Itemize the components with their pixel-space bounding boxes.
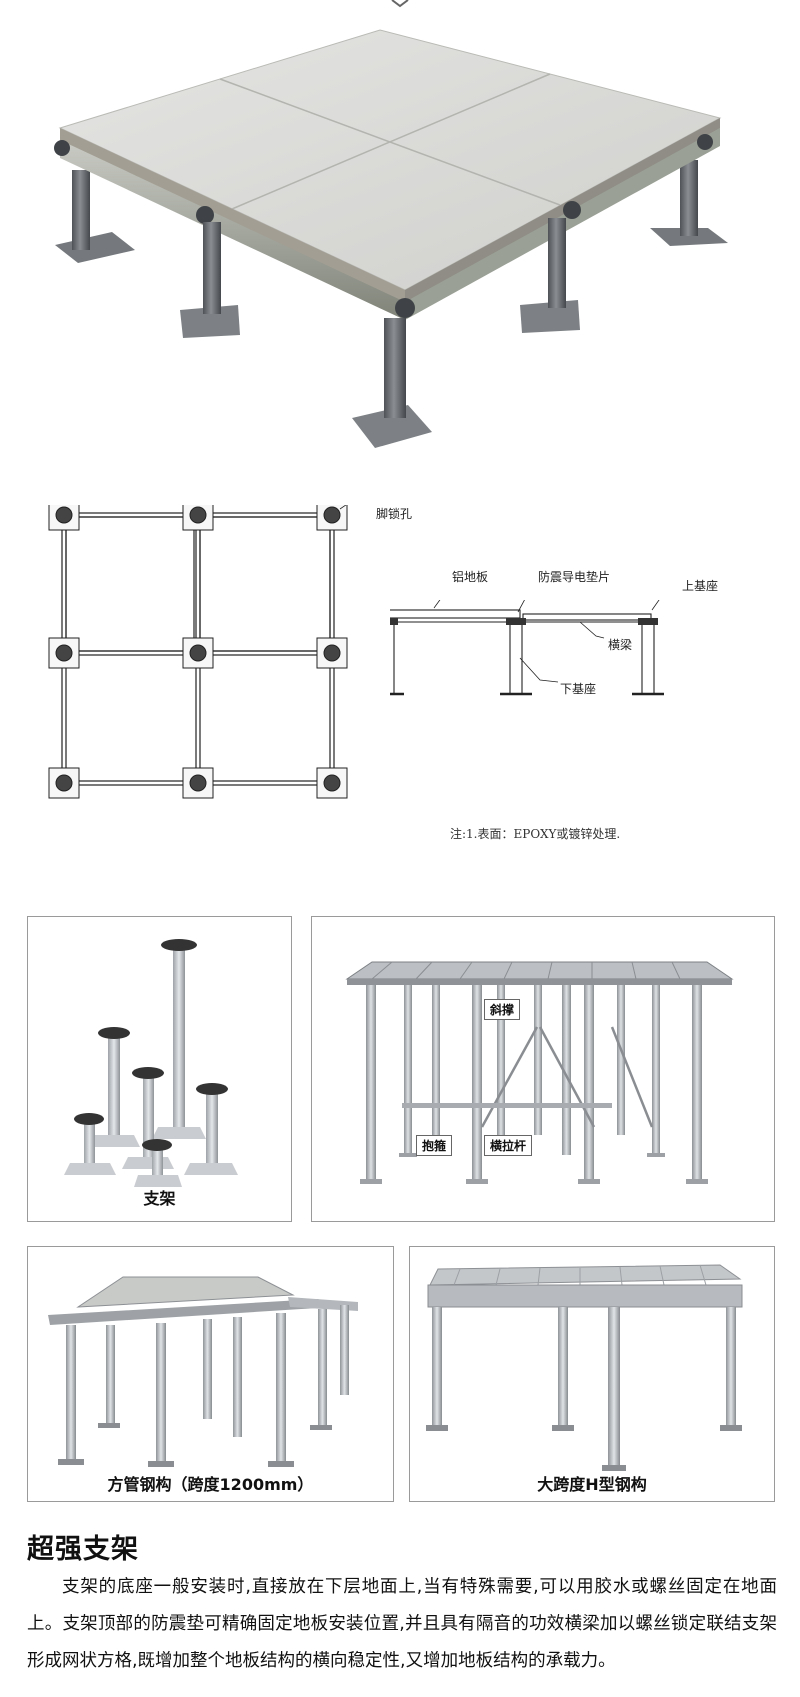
label-upper-base: 上基座 [682,579,719,593]
head-r1c2 [182,505,214,531]
label-lower-base: 下基座 [560,682,597,696]
pedestal-small-left [64,1113,116,1175]
floor-panel-assembly [58,29,722,320]
leg-back-right [650,160,728,246]
leg-mid-right [520,218,580,333]
head-r2c2 [182,637,214,669]
hero-raised-floor-illustration [54,0,728,448]
section-body: 支架的底座一般安装时,直接放在下层地面上,当有特殊需要,可以用胶水或螺丝固定在地… [27,1577,777,1671]
pedestal-medium [88,1027,140,1147]
top-mark [391,0,409,8]
section-title: 超强支架 [27,1534,139,1565]
photo-panel-large-span: 大跨度H型钢构 [409,1246,775,1502]
pedestal-small-front [134,1139,182,1187]
label-lock-hole-html: 脚锁孔 [376,507,413,521]
leg-front [352,318,432,448]
large-span-illustration [426,1264,743,1471]
head-r3c2 [182,767,214,799]
head-r3c3 [316,767,348,799]
caption-square-tube: 方管钢构（跨度1200mm） [107,1475,314,1494]
label-stringer: 横梁 [608,638,633,652]
elevation-view-diagram [390,600,664,696]
caption-large-span: 大跨度H型钢构 [537,1475,647,1494]
label-anti-vibration-pad: 防震导电垫片 [538,570,611,584]
label-aluminum-panel: 铝地板 [452,570,489,584]
pedestal-tall [152,939,206,1139]
plan-view-diagram: 脚锁孔 [48,505,348,799]
head-r3c1 [48,767,80,799]
head-r2c1 [48,637,80,669]
head-mid-left [196,206,214,224]
pedestals-illustration [64,939,238,1187]
head-front [395,298,415,318]
head-r2c3 [316,637,348,669]
pedestal-center [122,1067,174,1169]
head-r1c3 [316,505,348,531]
photo-panel-pedestals: 支架 [27,916,292,1222]
head-mid-right [563,201,581,219]
square-tube-illustration [48,1276,358,1467]
head-r1c1 [48,505,80,531]
photo-panel-square-tube: 方管钢构（跨度1200mm） [27,1246,394,1502]
tag-tie-rod: 横拉杆 [484,1135,533,1156]
pedestal-right [184,1083,238,1175]
head-right [697,134,713,150]
leg-mid-left [180,222,240,338]
caption-pedestals: 支架 [143,1189,176,1208]
tag-brace: 斜撑 [484,999,521,1020]
pedestal-heads [48,505,348,799]
head-left [54,140,70,156]
photo-panel-h-frame: 斜撑 抱箍 横拉杆 [311,916,775,1222]
surface-treatment-note: 注:1.表面：EPOXY或镀锌处理. [450,827,621,841]
tag-clamp: 抱箍 [416,1135,453,1156]
h-frame-illustration [345,961,734,1184]
leg-back-left [55,170,135,263]
